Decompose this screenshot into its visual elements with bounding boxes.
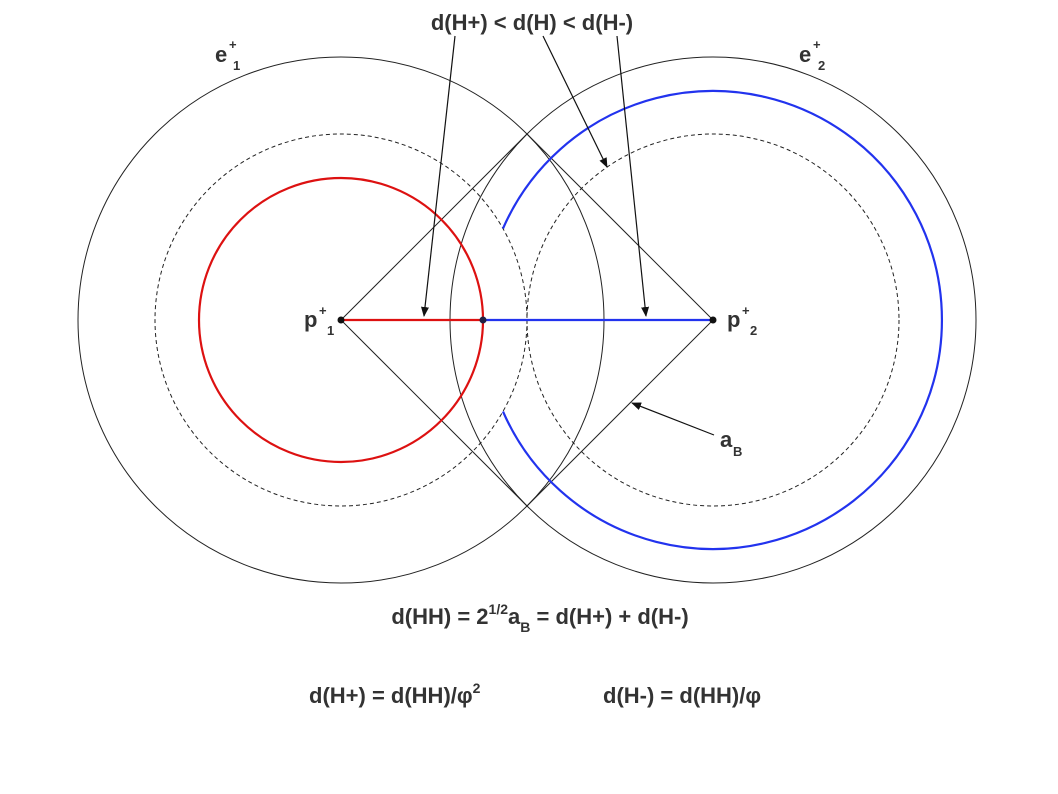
p2-label-sub: 2 [750,323,757,338]
equation-dhh-part1: d(HH) = 2 [391,604,488,629]
arrow-to-red-radius [421,35,456,317]
point-p1 [337,316,345,324]
e1-label: e [215,42,227,67]
p1-label-sup: + [319,303,327,318]
equation-hplus: d(H+) = d(HH)/φ2 [309,680,481,708]
equation-dhh-exponent: 1/2 [489,601,509,617]
p2-label-sup: + [742,303,750,318]
equation-dhh-part3: = d(H+) + d(H-) [530,604,688,629]
point-midpoint [479,316,487,324]
e1-label-sup: + [229,37,237,52]
arrow-to-blue-radius [616,35,650,317]
p1-label-sub: 1 [327,323,334,338]
equation-dhh: d(HH) = 21/2aB = d(H+) + d(H-) [391,601,688,635]
equation-dhh-subscript: B [520,619,530,635]
equation-dhh-part2: a [508,604,521,629]
arrow-to-square-edge [631,402,715,436]
arrow-to-dashed-circle [542,35,608,168]
inequality-label: d(H+) < d(H) < d(H-) [431,10,633,35]
p2-label: p [727,307,740,332]
point-p2 [709,316,717,324]
aB-label: a [720,427,733,452]
p1-label: p [304,307,317,332]
e2-label-sub: 2 [818,58,825,73]
e1-label-sub: 1 [233,58,240,73]
aB-label-sub: B [733,444,742,459]
equation-hplus-exponent: 2 [473,680,481,696]
equation-hplus-text: d(H+) = d(HH)/φ [309,683,473,708]
e2-label-sup: + [813,37,821,52]
e2-label: e [799,42,811,67]
blue-arc-hminus [501,89,944,551]
equation-hminus: d(H-) = d(HH)/φ [603,683,761,708]
